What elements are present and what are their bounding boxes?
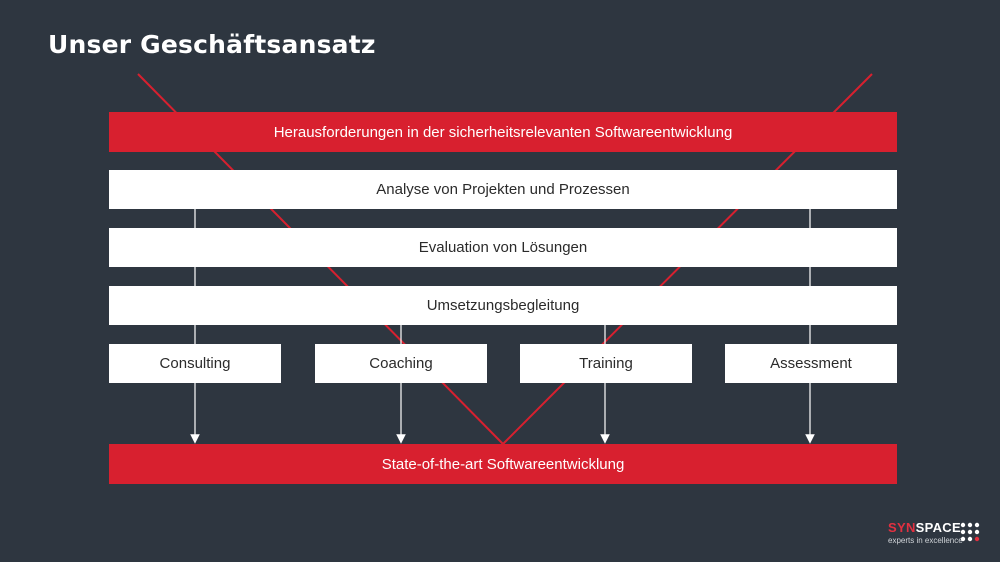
- service-assessment: Assessment: [725, 344, 897, 383]
- logo-wordmark: SYNSPACE: [888, 520, 961, 535]
- outcome-bar: State-of-the-art Softwareentwicklung: [109, 444, 897, 484]
- logo-dots-icon: [960, 522, 980, 542]
- layer-analysis: Analyse von Projekten und Prozessen: [109, 170, 897, 209]
- slide-title: Unser Geschäftsansatz: [48, 30, 376, 59]
- service-consulting: Consulting: [109, 344, 281, 383]
- logo-tagline: experts in excellence: [888, 536, 963, 545]
- challenges-bar: Herausforderungen in der sicherheitsrele…: [109, 112, 897, 152]
- service-training: Training: [520, 344, 692, 383]
- layer-evaluation: Evaluation von Lösungen: [109, 228, 897, 267]
- service-coaching: Coaching: [315, 344, 487, 383]
- layer-implementation: Umsetzungsbegleitung: [109, 286, 897, 325]
- company-logo: SYNSPACE experts in excellence: [858, 520, 986, 548]
